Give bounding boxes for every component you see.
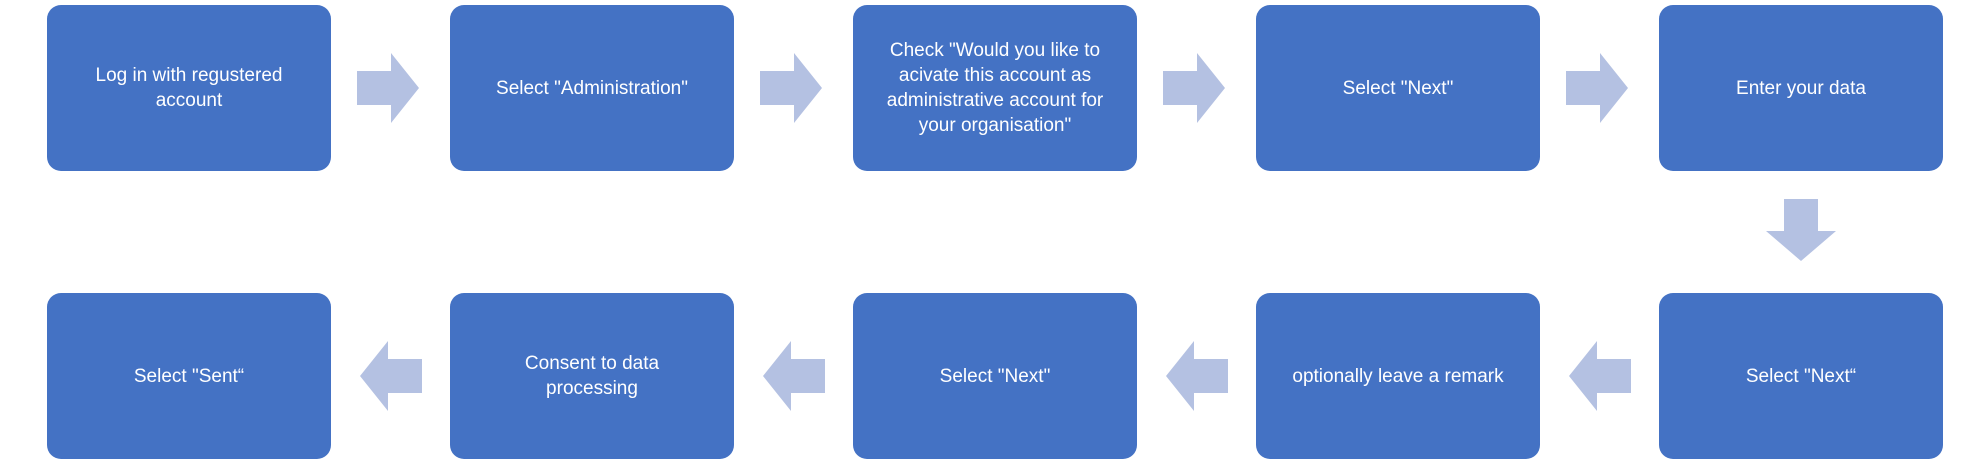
arrow-left-icon bbox=[763, 341, 825, 411]
step-6-box: Select "Next“ bbox=[1659, 293, 1943, 459]
step-5-label: Enter your data bbox=[1736, 77, 1866, 99]
arrow-left-icon bbox=[360, 341, 422, 411]
step-10-label: Select "Sent“ bbox=[133, 365, 245, 387]
arrow-down-icon bbox=[1766, 199, 1836, 261]
step-4-box: Select "Next" bbox=[1256, 5, 1540, 171]
step-8-box: Select "Next" bbox=[853, 293, 1137, 459]
step-7-box: optionally leave a remark bbox=[1256, 293, 1540, 459]
step-5-box: Enter your data bbox=[1659, 5, 1943, 171]
arrow-right-icon bbox=[760, 53, 822, 123]
step-10-box: Select "Sent“ bbox=[47, 293, 331, 459]
step-3-label: Check "Would you like to acivate this ac… bbox=[886, 40, 1104, 136]
step-2-label: Select "Administration" bbox=[496, 77, 688, 99]
arrow-right-icon bbox=[357, 53, 419, 123]
step-6-label: Select "Next“ bbox=[1745, 365, 1857, 387]
step-3-box: Check "Would you like to acivate this ac… bbox=[853, 5, 1137, 171]
arrow-left-icon bbox=[1569, 341, 1631, 411]
step-8-label: Select "Next" bbox=[939, 365, 1051, 387]
arrow-right-icon bbox=[1566, 53, 1628, 123]
step-1-box: Log in with regustered account bbox=[47, 5, 331, 171]
step-2-box: Select "Administration" bbox=[450, 5, 734, 171]
arrow-right-icon bbox=[1163, 53, 1225, 123]
step-9-label: Consent to data processing bbox=[524, 353, 660, 399]
step-9-box: Consent to data processing bbox=[450, 293, 734, 459]
step-1-label: Log in with regustered account bbox=[95, 65, 283, 111]
step-7-label: optionally leave a remark bbox=[1292, 365, 1504, 387]
arrow-left-icon bbox=[1166, 341, 1228, 411]
step-4-label: Select "Next" bbox=[1342, 77, 1454, 99]
